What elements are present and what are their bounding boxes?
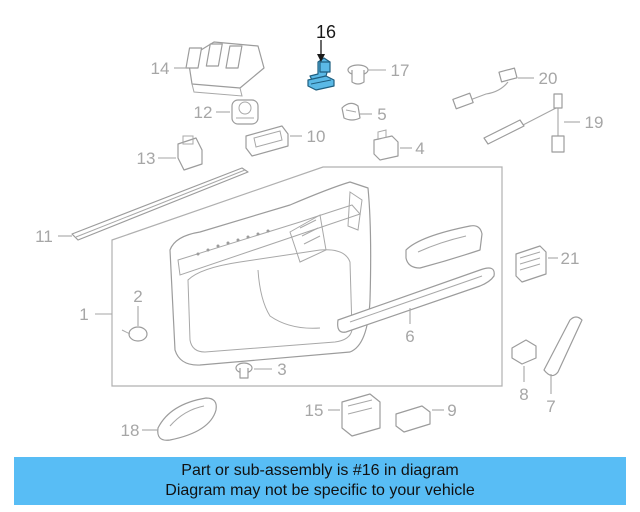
callout-3[interactable]: 3 [277, 360, 286, 379]
switch-part-15[interactable] [341, 393, 381, 437]
mirror-switch-part[interactable] [231, 99, 259, 125]
callout-16[interactable]: 16 [316, 22, 336, 42]
callout-6[interactable]: 6 [405, 327, 414, 346]
wire-harness-part-20[interactable] [452, 67, 518, 110]
switch-part-9[interactable] [395, 405, 431, 433]
window-switch-part[interactable] [185, 41, 265, 97]
callout-15[interactable]: 15 [305, 401, 324, 420]
callout-20[interactable]: 20 [539, 69, 558, 88]
callout-8[interactable]: 8 [519, 385, 528, 404]
handle-part-18[interactable] [157, 397, 217, 441]
clip-part-5[interactable] [341, 102, 361, 121]
highlighted-part-16[interactable] [307, 57, 335, 91]
clip-part-3[interactable] [235, 362, 253, 379]
callout-5[interactable]: 5 [377, 105, 386, 124]
callout-4[interactable]: 4 [415, 139, 424, 158]
switch-bezel-part[interactable] [245, 125, 289, 157]
door-handle-part[interactable] [405, 225, 483, 269]
callout-9[interactable]: 9 [447, 401, 456, 420]
switch-part-13[interactable] [177, 135, 203, 171]
callout-11[interactable]: 11 [35, 227, 53, 246]
callout-19[interactable]: 19 [585, 113, 604, 132]
bracket-part-8[interactable] [511, 339, 537, 365]
trim-strip-part-7[interactable] [543, 316, 583, 377]
leader-lines [58, 40, 580, 431]
callout-7[interactable]: 7 [546, 397, 555, 416]
cable-part-19[interactable] [483, 93, 565, 153]
callout-17[interactable]: 17 [391, 61, 410, 80]
callout-14[interactable]: 14 [151, 59, 170, 78]
callout-18[interactable]: 18 [121, 421, 140, 440]
banner-line-part-number: Part or sub-assembly is #16 in diagram [181, 462, 459, 479]
clip-part-17[interactable] [347, 64, 369, 85]
door-panel-group-box [111, 166, 503, 387]
callout-21[interactable]: 21 [561, 249, 580, 268]
switch-part-21[interactable] [515, 245, 547, 283]
screw-part-2[interactable] [121, 326, 148, 342]
callout-13[interactable]: 13 [137, 149, 156, 168]
callout-12[interactable]: 12 [194, 103, 213, 122]
callout-1[interactable]: 1 [79, 305, 88, 324]
callout-labels: 1 2 3 4 5 6 7 8 9 10 11 12 13 14 15 16 1… [35, 22, 603, 440]
info-banner: Part or sub-assembly is #16 in diagram D… [14, 457, 626, 505]
callout-10[interactable]: 10 [307, 127, 326, 146]
banner-line-disclaimer: Diagram may not be specific to your vehi… [165, 482, 475, 499]
clip-part-4[interactable] [373, 129, 399, 161]
weatherstrip-part[interactable] [71, 167, 249, 241]
armrest-trim-part-6[interactable] [337, 267, 495, 333]
callout-2[interactable]: 2 [133, 287, 142, 306]
